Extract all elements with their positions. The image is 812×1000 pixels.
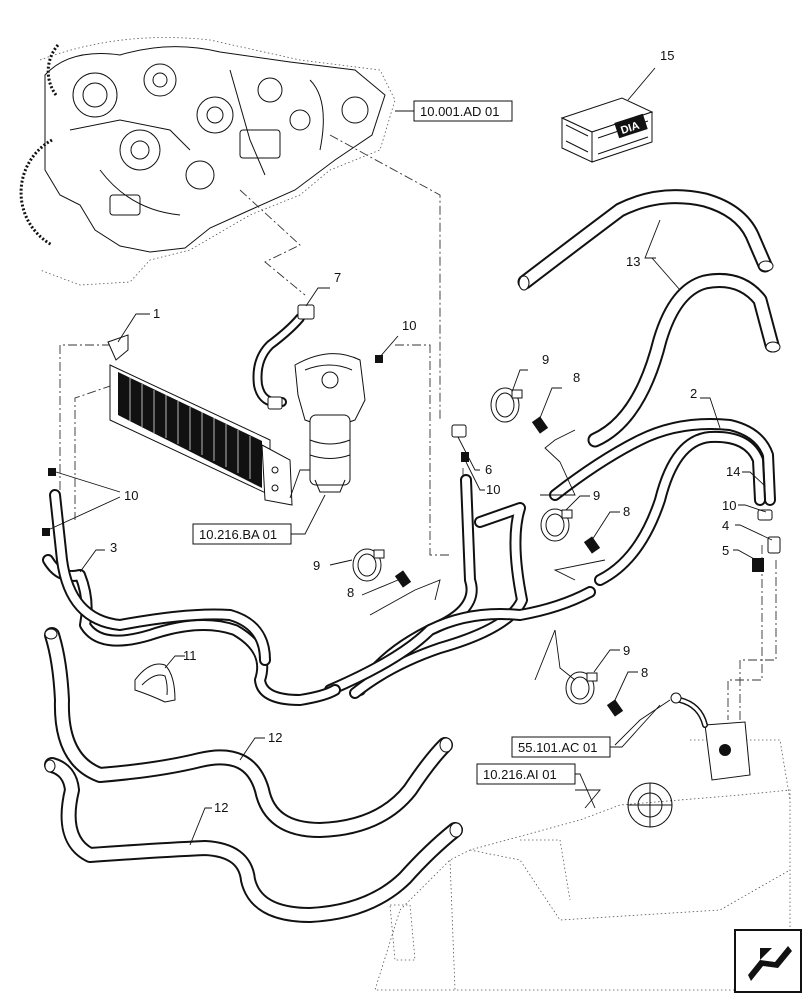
arrow-icon[interactable] <box>734 929 802 993</box>
callout-5: 5 <box>722 543 729 558</box>
fuel-filter <box>294 353 366 493</box>
fuel-tank <box>374 692 791 991</box>
hose-13 <box>517 189 781 448</box>
callout-numbers: 15 7 1 10 9 8 13 2 6 10 14 10 4 5 9 8 10… <box>110 48 740 815</box>
ref-engine[interactable]: 10.001.AD 01 <box>395 100 513 122</box>
callout-9: 9 <box>593 488 600 503</box>
callout-8: 8 <box>347 585 354 600</box>
fittings <box>42 355 781 717</box>
callout-6: 6 <box>485 462 492 477</box>
ref-filter[interactable]: 10.216.BA 01 <box>192 494 326 545</box>
callout-10: 10 <box>722 498 736 513</box>
engine-assembly <box>19 37 396 286</box>
callout-12: 12 <box>268 730 282 745</box>
callout-4: 4 <box>722 518 729 533</box>
clamps <box>352 387 598 705</box>
callout-15: 15 <box>660 48 674 63</box>
callout-7: 7 <box>334 270 341 285</box>
callout-14: 14 <box>726 464 740 479</box>
hose-12 <box>44 627 463 923</box>
callout-11: 11 <box>183 648 197 663</box>
callout-9: 9 <box>313 558 320 573</box>
callout-10: 10 <box>402 318 416 333</box>
fuel-cooler <box>107 334 293 506</box>
callout-8: 8 <box>623 504 630 519</box>
callout-8: 8 <box>641 665 648 680</box>
kit-box-icon: DIA <box>560 97 654 163</box>
callout-10: 10 <box>124 488 138 503</box>
callout-8: 8 <box>573 370 580 385</box>
ref-filter-text: 10.216.BA 01 <box>199 527 277 542</box>
ref-tank-text: 10.216.AI 01 <box>483 767 557 782</box>
callout-9: 9 <box>623 643 630 658</box>
kit-label: DIA <box>619 120 641 137</box>
callout-9: 9 <box>542 352 549 367</box>
callout-3: 3 <box>110 540 117 555</box>
ref-tank[interactable]: 10.216.AI 01 <box>476 763 596 809</box>
callout-13: 13 <box>626 254 640 269</box>
fuel-lines-center <box>324 474 596 699</box>
line-7 <box>252 304 315 410</box>
callout-12: 12 <box>214 800 228 815</box>
callout-10: 10 <box>486 482 500 497</box>
ref-sensor-text: 55.101.AC 01 <box>518 740 598 755</box>
callout-1: 1 <box>153 306 160 321</box>
leader-lines <box>47 67 773 846</box>
hose-2-14 <box>549 418 776 586</box>
ref-sensor[interactable]: 55.101.AC 01 <box>511 704 661 758</box>
callout-2: 2 <box>690 386 697 401</box>
ref-engine-text: 10.001.AD 01 <box>420 104 500 119</box>
hose-3 <box>42 489 341 706</box>
bracket-11 <box>134 663 176 703</box>
